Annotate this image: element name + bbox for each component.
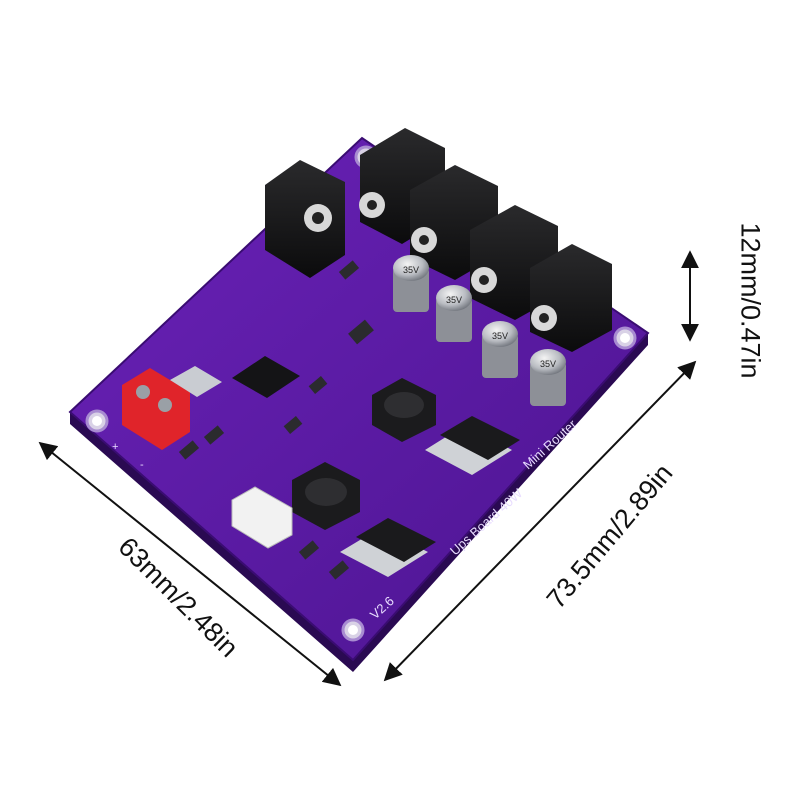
capacitor: 35V	[482, 321, 518, 378]
svg-text:35V: 35V	[446, 295, 462, 305]
svg-text:35V: 35V	[540, 359, 556, 369]
capacitor: 35V	[436, 285, 472, 342]
capacitor: 35V	[530, 349, 566, 406]
dc-jack	[530, 244, 612, 352]
screw-terminal	[122, 366, 222, 450]
ic-chip	[232, 356, 300, 398]
capacitor: 35V	[393, 255, 429, 312]
svg-text:35V: 35V	[492, 331, 508, 341]
terminal-minus-label: -	[140, 459, 144, 471]
dc-jack	[265, 160, 345, 278]
svg-text:35V: 35V	[403, 265, 419, 275]
width-arrow	[383, 360, 697, 682]
height-dimension-label: 12mm/0.47in	[735, 222, 766, 379]
terminal-plus-label: +	[112, 441, 118, 453]
depth-arrow	[38, 441, 342, 687]
